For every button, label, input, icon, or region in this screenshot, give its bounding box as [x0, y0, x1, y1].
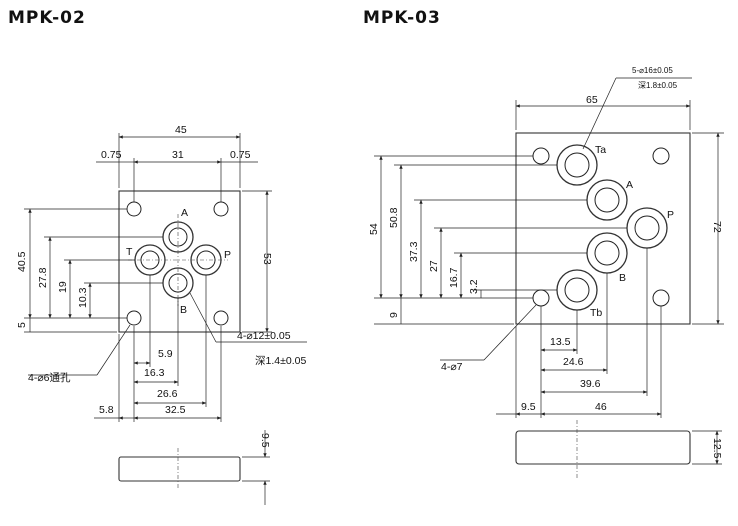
mpk02-dim-5-8: 5.8	[99, 404, 114, 416]
mpk02-dim-19: 19	[57, 281, 69, 293]
mpk03-dim-24-6: 24.6	[563, 356, 584, 368]
mpk02-dim-5-9: 5.9	[158, 348, 173, 360]
mpk02-dim-40-5: 40.5	[16, 251, 28, 272]
mpk03-mount-hole-tr	[652, 147, 670, 165]
mpk03-port-tb	[556, 269, 598, 311]
mpk02-dim-5: 5	[16, 322, 28, 328]
mpk03-dim-65: 65	[586, 94, 598, 106]
mpk02-label-a: A	[181, 207, 188, 219]
mpk03-dim-9-5: 9.5	[521, 401, 536, 413]
mpk03-dim-12-5: 12.5	[711, 438, 723, 459]
mpk02-dim-16-3: 16.3	[144, 367, 165, 379]
mpk03-dim-3-2: 3.2	[468, 279, 480, 294]
mpk02-dim-075-left: 0.75	[101, 149, 122, 161]
mpk-02-drawing: A T P B 45 0.75 31 0.75 53 40.5 27.8 19	[16, 124, 307, 505]
mpk03-label-p: P	[667, 209, 674, 221]
title-mpk-02: MPK-02	[8, 8, 86, 28]
mpk02-dim-27-8: 27.8	[37, 267, 49, 288]
mpk02-label-b: B	[180, 304, 187, 316]
mpk02-note-spec: 4-⌀12±0.05	[237, 330, 291, 342]
mpk02-mount-hole-tr	[213, 201, 229, 217]
mpk03-note-spec: 5-⌀16±0.05	[632, 66, 673, 75]
mpk02-dim-10-3: 10.3	[77, 287, 89, 308]
mpk03-dim-27: 27	[428, 260, 440, 272]
mpk03-mount-hole-bl	[532, 289, 550, 307]
mpk02-note-depth: 深1.4±0.05	[255, 355, 306, 367]
mpk03-dim-54: 54	[368, 223, 380, 235]
mpk03-dim-37-3: 37.3	[408, 241, 420, 262]
mpk03-port-b	[586, 232, 628, 274]
mpk-03-drawing: Ta A P B Tb 5-⌀16±0.05 深1.8±0.05 65 72 5…	[368, 66, 724, 478]
mpk02-dim-45: 45	[175, 124, 187, 136]
mpk03-side-view	[515, 430, 691, 465]
title-mpk-03: MPK-03	[363, 8, 441, 28]
mpk03-dim-50-8: 50.8	[388, 207, 400, 228]
mpk03-label-ta: Ta	[595, 144, 606, 156]
mpk03-port-p	[626, 207, 668, 249]
mpk02-note-holes: 4-⌀6通孔	[28, 371, 71, 384]
mpk03-label-b: B	[619, 272, 626, 284]
mpk02-side-view	[118, 456, 241, 482]
mpk02-dim-075-right: 0.75	[230, 149, 251, 161]
mpk03-dim-46: 46	[595, 401, 607, 413]
mpk03-note-holes: 4-⌀7	[441, 361, 463, 373]
mpk02-label-p: P	[224, 249, 231, 261]
mpk03-plate-outline	[515, 132, 691, 325]
mpk03-label-tb: Tb	[590, 307, 602, 319]
mpk03-mount-hole-tl	[532, 147, 550, 165]
mpk02-mount-hole-tl	[126, 201, 142, 217]
mpk03-dim-9: 9	[388, 312, 400, 318]
mpk03-dim-13-5: 13.5	[550, 336, 571, 348]
mpk02-mount-hole-br	[213, 310, 229, 326]
mpk02-plate-outline	[118, 190, 241, 333]
mpk02-dim-53: 53	[261, 253, 273, 265]
mpk02-dim-31: 31	[172, 149, 184, 161]
mpk03-dim-72: 72	[711, 221, 723, 233]
mpk02-label-t: T	[126, 246, 133, 258]
mpk02-mount-hole-bl	[126, 310, 142, 326]
mpk03-mount-hole-br	[652, 289, 670, 307]
mpk03-dim-16-7: 16.7	[448, 267, 460, 288]
mpk03-dim-39-6: 39.6	[580, 378, 601, 390]
mpk02-dim-32-5: 32.5	[165, 404, 186, 416]
mpk03-label-a: A	[626, 179, 633, 191]
mpk03-port-a	[586, 179, 628, 221]
mpk03-note-depth: 深1.8±0.05	[638, 81, 678, 90]
mpk02-dim-26-6: 26.6	[157, 388, 178, 400]
mpk02-dim-9-5: 9.5	[259, 433, 271, 448]
mpk03-port-ta	[556, 144, 598, 186]
